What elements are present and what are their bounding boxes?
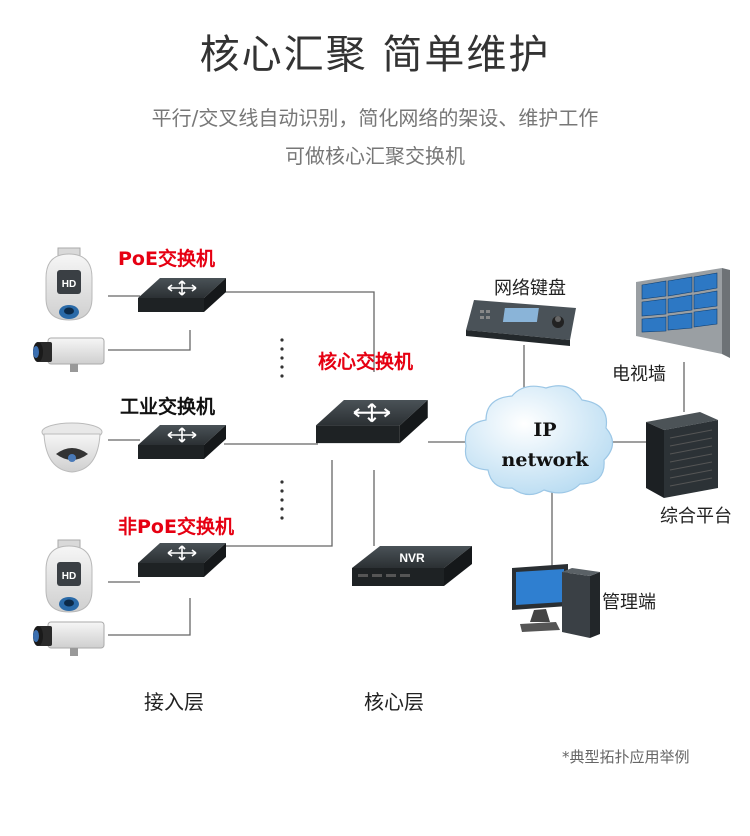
non-poe-switch-icon [137,542,227,578]
industrial-switch-icon [137,424,227,460]
ellipsis-dots [280,338,284,520]
network-keyboard-label: 网络键盘 [494,278,566,299]
integrated-platform-label: 综合平台 [660,506,732,527]
ptz-camera-icon: HD [45,247,93,321]
management-label: 管理端 [602,592,656,613]
hd-label: HD [62,279,76,290]
ip-label: IP [533,419,556,441]
non-poe-switch-label: 非PoE交换机 [118,516,234,538]
label-backdrop [306,372,444,398]
box-camera-icon-2 [33,621,105,656]
ip-network-cloud-icon: IP network [464,385,614,496]
core-layer-label: 核心层 [364,690,424,714]
core-switch-icon [314,398,429,445]
industrial-switch-label: 工业交换机 [120,396,216,418]
core-switch-label: 核心交换机 [318,351,414,373]
subtitle-line-2: 可做核心汇聚交换机 [285,144,465,168]
box-camera-icon [33,337,105,372]
management-pc-icon [512,564,600,638]
video-wall-label: 电视墙 [612,364,666,385]
video-wall-icon [636,268,730,358]
poe-switch-label: PoE交换机 [118,248,215,270]
poe-switch-icon [137,277,227,313]
network-keyboard-icon [466,300,576,346]
subtitle-line-1: 平行/交叉线自动识别，简化网络的架设、维护工作 [151,106,599,130]
nvr-icon: NVR [352,546,472,586]
page-title: 核心汇聚 简单维护 [199,32,551,78]
network-label: network [502,449,590,471]
ptz-camera-icon-2: HD [45,539,93,613]
example-note: *典型拓扑应用举例 [562,748,690,766]
dome-camera-icon [41,422,103,473]
hd-label-2: HD [62,571,76,582]
integrated-platform-icon [646,412,718,498]
access-layer-label: 接入层 [144,690,204,714]
nvr-label: NVR [399,551,425,565]
